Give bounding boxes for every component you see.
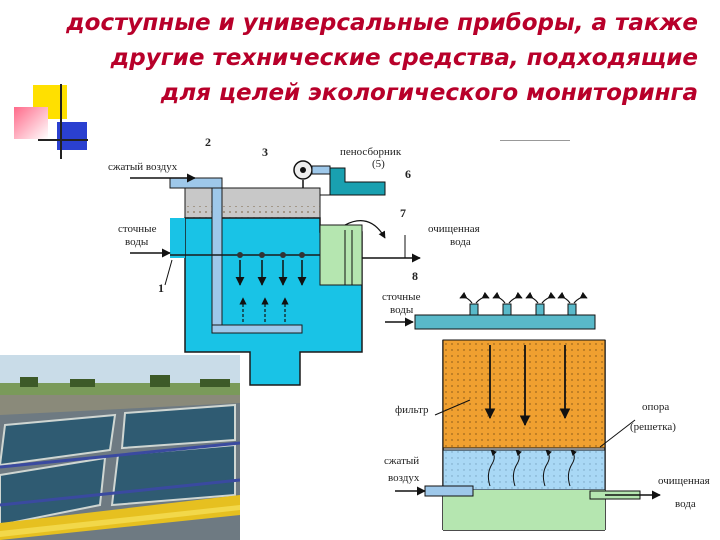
label-num-3: 3 — [262, 145, 268, 159]
label-f-air-1: сжатый — [384, 455, 419, 467]
clarifier-chamber — [319, 224, 363, 286]
label-num-8: 8 — [412, 269, 418, 283]
label-clean-water-2: вода — [450, 236, 471, 248]
label-f-wastewater-1: сточные — [382, 291, 421, 303]
label-f-clean-2: вода — [675, 498, 696, 510]
flotation-diagram: 2 3 6 7 8 1 сжатый воздух пеносборник (5… — [108, 135, 480, 386]
label-num-7: 7 — [400, 206, 406, 220]
air-pipe — [211, 177, 223, 329]
treatment-plant-photo — [0, 355, 240, 540]
decor-grey-line — [500, 140, 570, 141]
label-f-clean-1: очищенная — [658, 475, 710, 487]
title-line-2: другие технические средства, подходящие — [110, 45, 698, 71]
distribution-pipe — [414, 314, 596, 330]
label-support-1: опора — [642, 401, 669, 413]
label-f-wastewater-2: воды — [390, 304, 414, 316]
label-num-1: 1 — [158, 281, 164, 295]
label-foam-collector-1: пеносборник — [340, 146, 402, 158]
biofilter-diagram: сточные воды фильтр опора (решетка) сжат… — [382, 291, 710, 531]
label-clean-water-1: очищенная — [428, 223, 480, 235]
air-inlet-pipe — [424, 485, 474, 497]
label-num-6: 6 — [405, 167, 411, 181]
slide-title: доступные и универсальные приборы, а так… — [8, 6, 698, 111]
label-num-2: 2 — [205, 135, 211, 149]
label-support-2: (решетка) — [630, 421, 676, 433]
decor-blue-square — [57, 122, 87, 150]
label-filter: фильтр — [395, 404, 429, 416]
label-foam-collector-2: (5) — [372, 158, 385, 170]
foam-collector — [329, 167, 386, 196]
label-f-air-2: воздух — [388, 472, 420, 484]
decor-vertical-line — [60, 84, 62, 159]
label-wastewater-1: сточные — [118, 223, 157, 235]
decor-pink-square — [14, 107, 48, 139]
label-wastewater-2: воды — [125, 236, 149, 248]
decor-horizontal-line — [38, 139, 88, 141]
label-compressed-air: сжатый воздух — [108, 161, 178, 173]
title-line-1: доступные и универсальные приборы, а так… — [66, 10, 698, 36]
title-line-3: для целей экологического мониторинга — [160, 80, 698, 106]
